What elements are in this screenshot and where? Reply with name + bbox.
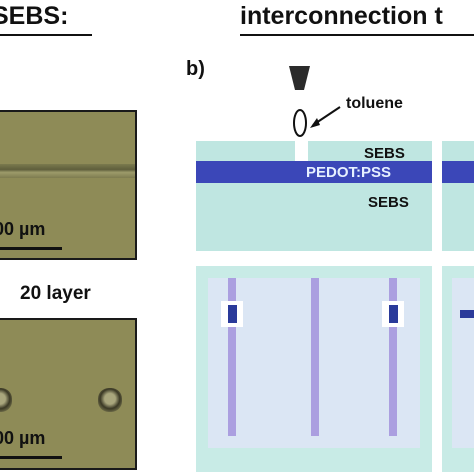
top-view-plate-2 (442, 266, 474, 472)
dispensing-nozzle-icon (289, 66, 341, 137)
interconnect-trace (389, 278, 397, 436)
sebs-bottom-layer (196, 183, 432, 251)
via-contact (228, 305, 237, 323)
via-contact (389, 305, 398, 323)
heading-interconnection-underline (240, 34, 474, 36)
heading-sebs: SEBS: (0, 2, 69, 30)
micrograph-top: 00 µm (0, 110, 137, 260)
pedot-pss-layer-2 (442, 161, 474, 183)
pedot-pss-layer (196, 161, 432, 183)
heading-sebs-underline (0, 34, 92, 36)
layer-label-sebs-top: SEBS (364, 145, 405, 162)
heading-interconnection: interconnection t (240, 2, 443, 30)
scale-bar-bottom (0, 456, 62, 459)
via-contact (460, 310, 474, 318)
panel-b-label: b) (186, 58, 205, 80)
sebs-bottom-layer-2 (442, 183, 474, 251)
micrograph-bottom: 00 µm (0, 318, 137, 470)
micrograph-stripe (0, 164, 135, 178)
scale-label-bottom: 00 µm (0, 428, 46, 448)
micrograph-pore (0, 388, 12, 412)
layer-label-sebs-bottom: SEBS (368, 194, 409, 211)
scale-bar-top (0, 247, 62, 250)
micrograph-pore (98, 388, 122, 412)
layer-label-pedot: PEDOT:PSS (306, 164, 392, 181)
toluene-label: toluene (346, 95, 403, 112)
sebs-top-layer-2 (442, 141, 474, 161)
dissolved-opening (295, 141, 308, 161)
sebs-top-layer (196, 141, 432, 161)
interconnect-trace (228, 278, 236, 436)
scale-label-top: 00 µm (0, 219, 46, 239)
top-view-inner-2 (452, 278, 474, 448)
top-view-plate (196, 266, 432, 472)
interconnect-trace (311, 278, 319, 436)
caption-20-layer: 20 layer (20, 283, 91, 304)
